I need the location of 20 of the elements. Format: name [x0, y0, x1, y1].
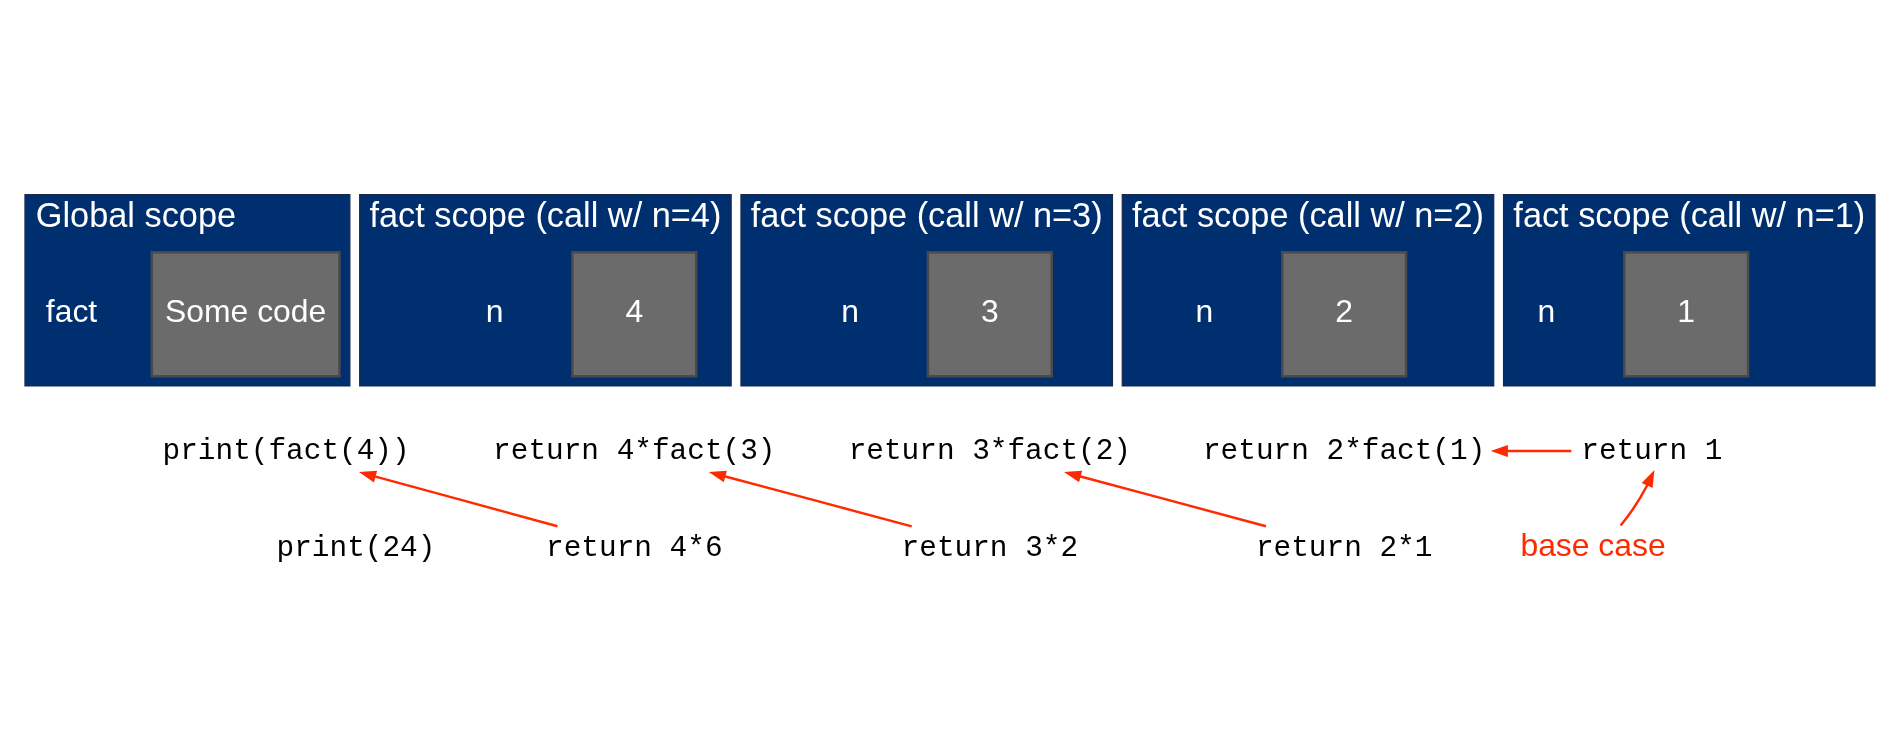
arrow [708, 470, 912, 527]
node-box: Some code [150, 250, 341, 377]
node-text: return 4*fact(3) [493, 434, 776, 468]
node-text: base case [1520, 526, 1666, 563]
arrow [1064, 470, 1267, 527]
node-text: return 4*6 [546, 531, 723, 565]
node-box: 1 [1623, 250, 1750, 377]
label: print(24) [276, 531, 436, 565]
node-text: print(fact(4)) [162, 434, 410, 468]
node-box: 3 [926, 250, 1053, 377]
arrow [358, 470, 558, 527]
node-text: return 2*1 [1255, 531, 1433, 565]
node-text: return 3*fact(2) [848, 434, 1132, 468]
node-box: 2 [1281, 250, 1408, 377]
arrow [1619, 469, 1655, 526]
node-text: return 1 [1581, 434, 1723, 468]
node-text: return 3*2 [901, 531, 1079, 565]
node-box: 4 [571, 250, 698, 377]
node-text: return 2*fact(1) [1202, 434, 1486, 468]
arrow [1490, 444, 1572, 457]
